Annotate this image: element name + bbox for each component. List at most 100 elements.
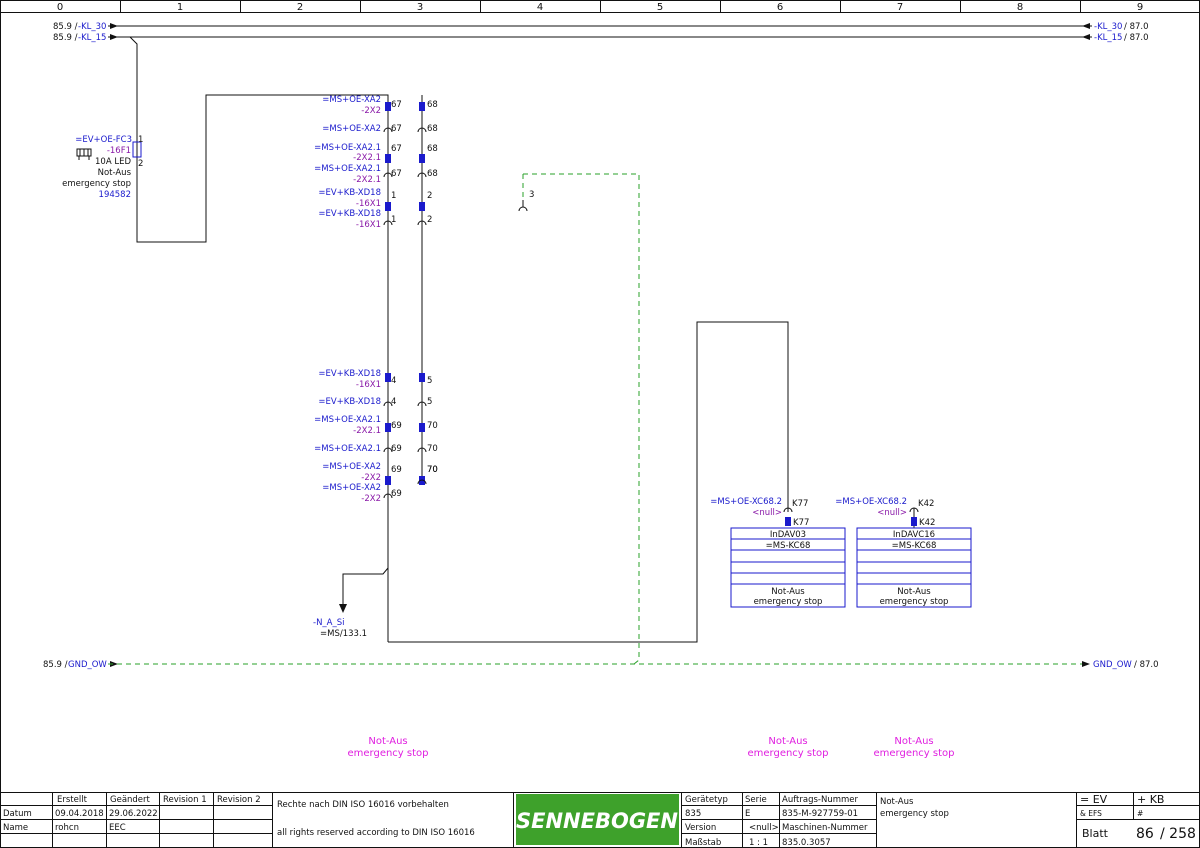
left-signal[interactable]: GND_OW bbox=[68, 660, 107, 670]
connector-name: =MS+OE-XA2.1 bbox=[314, 415, 381, 425]
connector-name: =MS+OE-XA2 bbox=[322, 124, 381, 134]
column-number: 5 bbox=[657, 2, 663, 13]
tb-label: Maschinen-Nummer bbox=[782, 823, 868, 833]
socket-pin bbox=[385, 154, 391, 163]
hash-code: # bbox=[1137, 809, 1143, 818]
pin-number: 69 bbox=[391, 444, 402, 454]
caption-text: Not-Aus bbox=[768, 736, 807, 747]
caption-text: emergency stop bbox=[873, 748, 954, 759]
sheet-total: / 258 bbox=[1160, 826, 1196, 842]
plug-pin bbox=[417, 401, 427, 407]
bus-kl15[interactable]: 85.9 / -KL_15 -KL_15 / 87.0 bbox=[53, 33, 1149, 43]
right-signal[interactable]: GND_OW bbox=[1093, 660, 1132, 670]
cross-reference[interactable]: -N_A_Si =MS/133.1 bbox=[313, 618, 367, 639]
location-code: + KB bbox=[1137, 793, 1164, 806]
right-ref: / 87.0 bbox=[1124, 22, 1149, 32]
tb-header: Revision 2 bbox=[217, 795, 261, 805]
left-ref: 85.9 / bbox=[53, 33, 78, 43]
right-signal[interactable]: -KL_30 bbox=[1094, 22, 1122, 32]
tb-label: Auftrags-Nummer bbox=[782, 795, 859, 805]
bus-gnd[interactable]: 85.9 / GND_OW GND_OW / 87.0 bbox=[43, 660, 1159, 670]
column-number: 6 bbox=[777, 2, 783, 13]
socket-pin bbox=[419, 154, 425, 163]
fuse-icon bbox=[76, 148, 92, 160]
plug-pin bbox=[417, 127, 427, 133]
bus-kl30[interactable]: 85.9 / -KL_30 -KL_30 / 87.0 bbox=[53, 22, 1149, 32]
left-ref: 85.9 / bbox=[43, 660, 68, 670]
left-signal[interactable]: -KL_15 bbox=[78, 33, 106, 43]
column-number: 3 bbox=[417, 2, 423, 13]
fuse-16f1[interactable]: =EV+OE-FC3 -16F1 1 2 10A LED Not-Aus eme… bbox=[62, 135, 143, 200]
column-number: 2 bbox=[297, 2, 303, 13]
tb-value: <null> bbox=[749, 823, 779, 833]
connector-name: =MS+OE-XA2 bbox=[322, 95, 381, 105]
socket-pin bbox=[419, 102, 425, 111]
pin-number: K77 bbox=[793, 518, 809, 528]
caption-text: Not-Aus bbox=[894, 736, 933, 747]
fuse-desc: emergency stop bbox=[62, 179, 131, 189]
plug-pin bbox=[417, 172, 427, 178]
socket-pin bbox=[419, 202, 425, 211]
right-ref: / 87.0 bbox=[1124, 33, 1149, 43]
device-name: InDAVC16 bbox=[893, 530, 935, 540]
socket-pin bbox=[385, 423, 391, 432]
pin-number: 1 bbox=[391, 191, 396, 201]
plug-name: =MS+OE-XC68.2 bbox=[710, 497, 782, 507]
cross-ref-page[interactable]: =MS/133.1 bbox=[320, 629, 367, 639]
plug-device-1[interactable]: =MS+OE-XC68.2 <null> K77 K77 InDAV03 =MS… bbox=[710, 497, 846, 608]
pin-number: 3 bbox=[529, 190, 534, 200]
plug-device-2[interactable]: =MS+OE-XC68.2 <null> K42 K42 InDAVC16 =M… bbox=[835, 497, 972, 608]
connector-name: =MS+OE-XA2.1 bbox=[314, 164, 381, 174]
cross-ref-signal[interactable]: -N_A_Si bbox=[313, 618, 345, 628]
tb-value: 09.04.2018 bbox=[55, 809, 104, 819]
column-number: 4 bbox=[537, 2, 543, 13]
connector-name: =EV+KB-XD18 bbox=[318, 397, 381, 407]
tb-value: 835.0.3057 bbox=[782, 838, 831, 848]
tb-header: Erstellt bbox=[57, 795, 88, 805]
pin-number: 2 bbox=[427, 215, 432, 225]
device-desc: Not-Aus bbox=[897, 587, 931, 597]
connector-sub: -16X1 bbox=[356, 220, 381, 230]
connector-name: =EV+KB-XD18 bbox=[318, 188, 381, 198]
right-signal[interactable]: -KL_15 bbox=[1094, 33, 1122, 43]
tb-value: rohcn bbox=[55, 823, 79, 833]
connector-sub: -16X1 bbox=[356, 380, 381, 390]
title-block bbox=[0, 792, 1200, 848]
socket-pin bbox=[385, 102, 391, 111]
tb-value: 1 : 1 bbox=[749, 838, 768, 848]
pin-number: 69 bbox=[391, 465, 402, 475]
connector-name: =MS+OE-XA2 bbox=[322, 483, 381, 493]
pin-number: 1 bbox=[138, 135, 143, 145]
connector-sub: -16X1 bbox=[356, 199, 381, 209]
efs-code: & EFS bbox=[1080, 809, 1102, 818]
connector-sub: -2X2.1 bbox=[353, 175, 381, 185]
plug-pin bbox=[417, 220, 427, 226]
column-number: 8 bbox=[1017, 2, 1023, 13]
pin-number: 70 bbox=[427, 465, 438, 475]
pin-number: K77 bbox=[792, 499, 808, 509]
tb-rights: Rechte nach DIN ISO 16016 vorbehalten bbox=[277, 800, 449, 810]
sheet-title: emergency stop bbox=[880, 809, 949, 819]
left-signal[interactable]: -KL_30 bbox=[78, 22, 106, 32]
ground-dashed-wire bbox=[523, 173, 640, 665]
pin-number: 68 bbox=[427, 100, 438, 110]
open-pin[interactable]: 3 bbox=[518, 190, 534, 212]
right-ref: / 87.0 bbox=[1134, 660, 1159, 670]
plug-pin bbox=[383, 401, 393, 407]
pin-number: 5 bbox=[427, 376, 432, 386]
column-number: 7 bbox=[897, 2, 903, 13]
pin-number: 70 bbox=[427, 465, 438, 475]
